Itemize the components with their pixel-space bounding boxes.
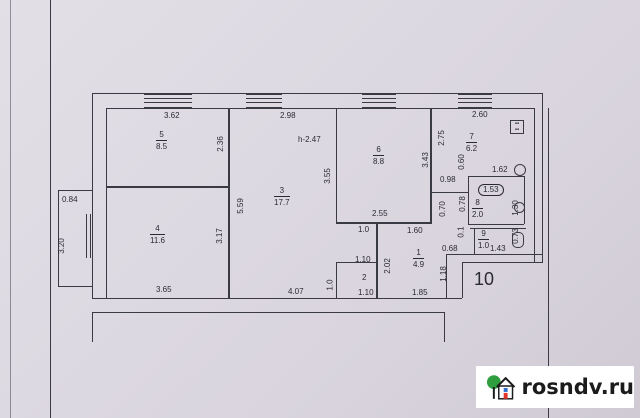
wall-room2-left xyxy=(336,262,337,298)
dim-label: 1.0 xyxy=(325,279,335,291)
dim-label: 3.55 xyxy=(322,168,332,184)
window-room3 xyxy=(246,94,282,108)
outer-wall-top-inner xyxy=(106,108,534,109)
inner-wall-left xyxy=(106,108,107,298)
wall-room6-left xyxy=(336,108,337,224)
wall-corridor xyxy=(376,224,378,298)
stove-icon: ▪▪▪▪ xyxy=(510,120,524,134)
wall-entry-right xyxy=(446,254,447,298)
outer-wall-top xyxy=(92,93,542,94)
dim-label: 5.59 xyxy=(235,198,245,214)
balcony-bottom xyxy=(58,286,92,287)
washbasin-icon xyxy=(514,202,525,213)
wall-room2-top xyxy=(336,262,378,263)
ceiling-height: h-2.47 xyxy=(298,135,321,144)
dim-label: 3.43 xyxy=(420,152,430,168)
dim-label: 1.18 xyxy=(438,266,448,282)
wall-entry-step-v xyxy=(462,262,463,298)
room-8: 8 2.0 xyxy=(472,198,484,219)
wall-wc-box xyxy=(470,228,526,229)
right-wall xyxy=(542,93,543,263)
dim-label: 2.55 xyxy=(372,209,388,218)
wall-bath-box xyxy=(468,176,524,177)
wall-bath-bottom xyxy=(468,224,524,225)
dim-label: 2.98 xyxy=(280,111,296,120)
house-tree-icon xyxy=(486,375,516,400)
room-6: 6 8.8 xyxy=(373,145,385,166)
neighbor-wall xyxy=(548,108,549,418)
dim-label: 1.60 xyxy=(407,226,423,235)
right-wall-inner xyxy=(534,108,535,263)
dim-label: 4.07 xyxy=(288,287,304,296)
dim-label: 1.10 xyxy=(355,255,371,264)
dim-label: 0.84 xyxy=(62,195,78,204)
dim-label: 0.78 xyxy=(457,196,467,212)
dim-label: 2.60 xyxy=(472,110,488,119)
window-room6 xyxy=(362,94,396,108)
corridor-left xyxy=(92,312,93,342)
wall-bath-right xyxy=(524,176,525,224)
dim-label: 1.62 xyxy=(492,165,508,174)
dim-label: 0.1 xyxy=(456,226,466,238)
dim-label: 3.17 xyxy=(214,228,224,244)
balcony-top xyxy=(58,190,92,191)
room-2-num: 2 xyxy=(362,273,367,282)
dim-label: 3.20 xyxy=(56,238,66,254)
dim-label: 1.43 xyxy=(490,244,506,253)
room-7: 7 6.2 xyxy=(466,132,478,153)
room-9: 9 1.0 xyxy=(478,229,490,250)
wall-5-4 xyxy=(106,186,228,188)
outer-wall-bottom xyxy=(92,298,462,299)
page-edge-inner xyxy=(50,0,51,418)
room-3: 3 17.7 xyxy=(274,186,290,207)
dim-label: 2.75 xyxy=(436,130,446,146)
outer-wall-left xyxy=(92,93,93,298)
dim-label: 0.60 xyxy=(456,154,466,170)
wall-room6-bottom xyxy=(336,222,432,224)
room-5: 5 8.5 xyxy=(156,130,168,151)
watermark-logo[interactable]: rosndv.ru xyxy=(476,366,634,408)
room-4: 4 11.6 xyxy=(150,224,165,245)
balcony-left xyxy=(58,190,59,286)
corridor-top xyxy=(92,312,444,313)
wall-bath-left xyxy=(468,176,469,224)
dim-label: 1.85 xyxy=(412,288,428,297)
corridor-right xyxy=(444,312,445,342)
dim-label: 1.10 xyxy=(358,288,374,297)
dim-label: 0.98 xyxy=(440,175,456,184)
room-1: 1 4.9 xyxy=(413,248,425,269)
sink-icon xyxy=(514,164,526,176)
dim-label: 2.36 xyxy=(215,136,225,152)
wall-wc-bottom xyxy=(446,254,542,255)
wall-wc-left xyxy=(474,228,475,254)
dim-label: 2.02 xyxy=(382,258,392,274)
window-room7 xyxy=(458,94,492,108)
dim-label: 1.0 xyxy=(358,225,370,234)
dim-label: 1.53 xyxy=(478,184,504,196)
wall-room6-right xyxy=(430,108,432,224)
dim-label: 3.62 xyxy=(164,111,180,120)
balcony-door-1 xyxy=(86,214,87,258)
dim-label: 0.68 xyxy=(442,244,458,253)
toilet-icon xyxy=(512,232,524,248)
dim-label: 0.70 xyxy=(437,201,447,217)
page-edge-left xyxy=(10,0,11,418)
wall-entry-step xyxy=(462,262,542,263)
balcony-door-2 xyxy=(90,214,91,258)
wall-7-1 xyxy=(432,192,468,193)
wall-5-3 xyxy=(228,108,230,298)
dim-label: 3.65 xyxy=(156,285,172,294)
unit-number: 10 xyxy=(474,269,495,289)
window-room5 xyxy=(144,94,192,108)
watermark-text: rosndv.ru xyxy=(521,375,634,399)
